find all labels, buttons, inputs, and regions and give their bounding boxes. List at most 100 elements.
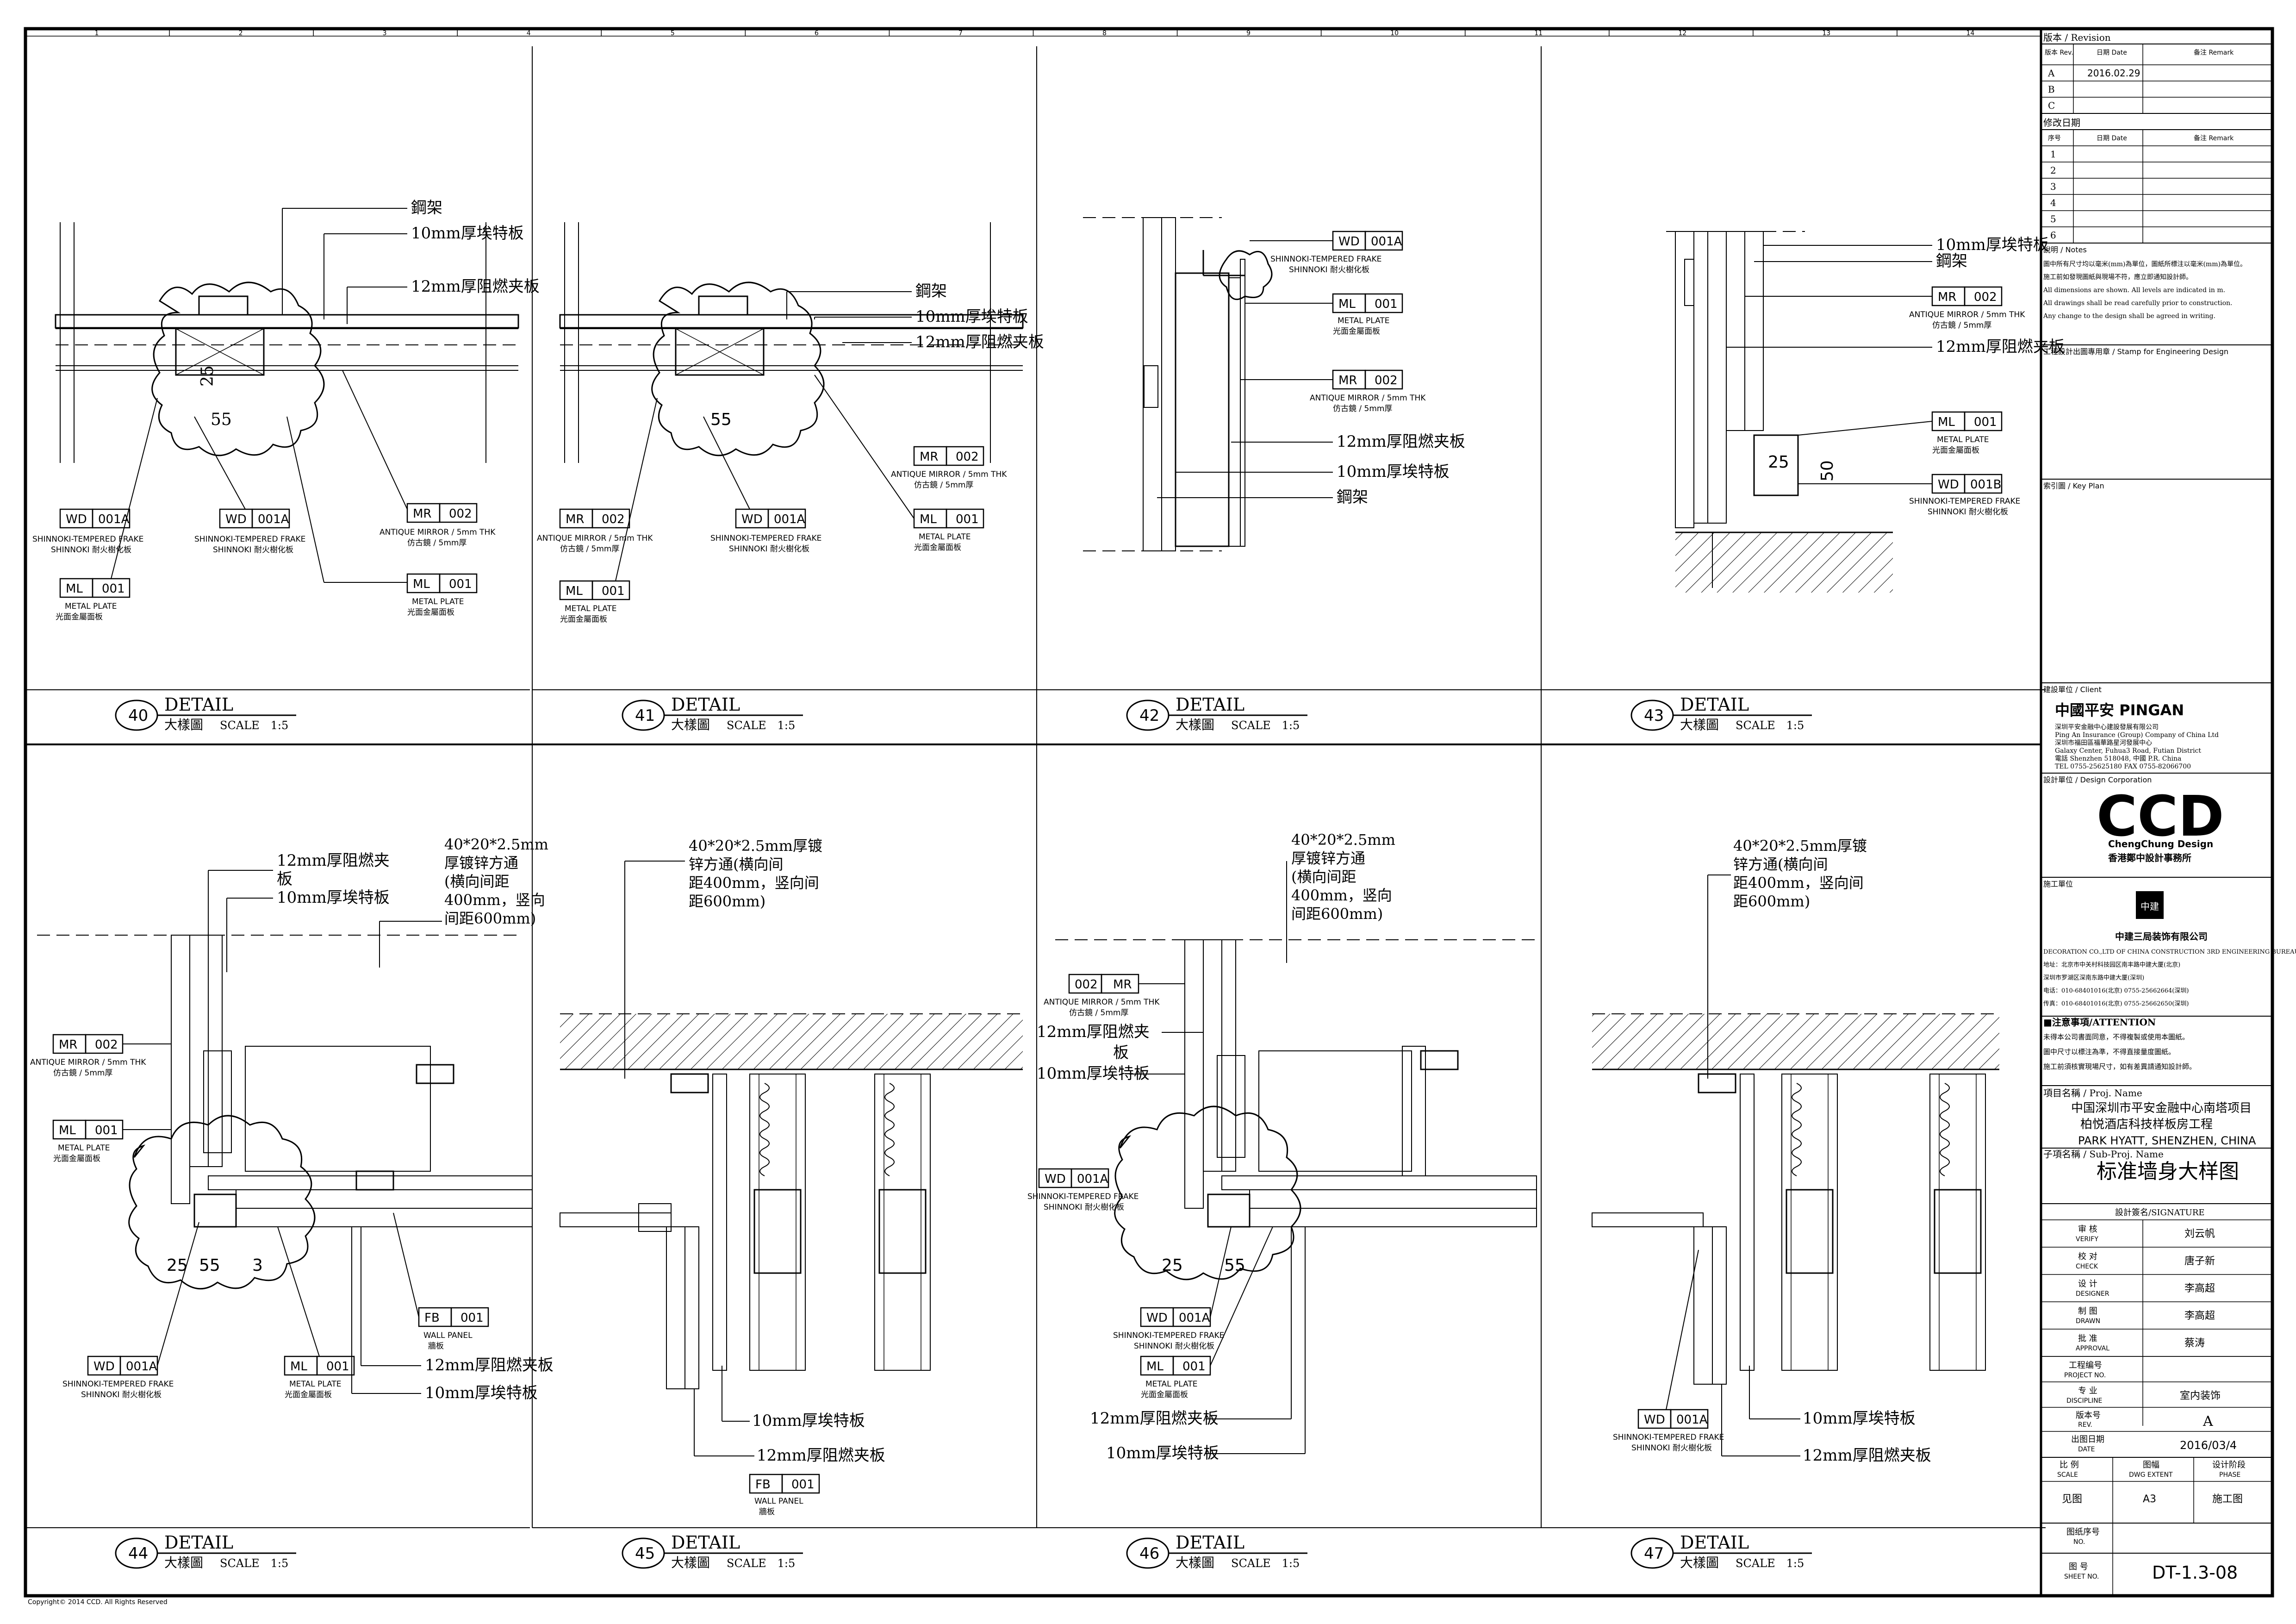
label-12mm-board: 12mm厚阻燃夹 [277,851,390,870]
grid-number: 12 [1678,30,1686,37]
tag-desc: SHINNOKI-TEMPERED FRAKE [1027,1192,1139,1201]
sig-role: 批 准 [2078,1334,2097,1343]
tag-desc: SHINNOKI-TEMPERED FRAKE [1909,497,2020,506]
grid-number: 11 [1534,30,1543,37]
label-galv-tube: 距600mm) [1733,893,1810,910]
detail-scale: SCALE 1:5 [727,719,795,732]
contractorLines-line: 传真：010-68401016(北京) 0755-25662650(深圳) [2043,1000,2189,1007]
tag-desc: SHINNOKI-TEMPERED FRAKE [194,535,305,544]
contractorLines-line: 电话：010-68401016(北京) 0755-25662664(深圳) [2043,987,2189,994]
noteLines-line: 施工前如發現圖紙與現場不符，應立即通知設計師。 [2043,273,2192,281]
svg-text:WD: WD [1338,235,1360,249]
dim-55: 55 [1224,1256,1245,1275]
label-12mm-board: 板 [1113,1043,1129,1062]
tag-desc: 光面金屬面板 [285,1390,332,1399]
svg-text:001B: 001B [1970,478,2001,492]
svg-text:MR: MR [1113,978,1132,992]
label-10mm-board: 10mm厚埃特板 [1337,462,1450,481]
dim-3: 3 [252,1256,263,1275]
noteLines-line: All dimensions are shown. All levels are… [2043,287,2225,294]
detail-number: 44 [128,1544,148,1563]
label-10mm-board: 10mm厚埃特板 [1803,1409,1916,1428]
contractorLines-line: 地址：北京市中关村科技园区南丰路中建大厦(北京) [2043,961,2180,968]
detail-title: DETAIL [1680,694,1749,715]
mod-row: 4 [2050,197,2056,208]
sig-role-en: CHECK [2076,1263,2098,1270]
detail-number: 43 [1644,706,1664,725]
svg-text:001A: 001A [1676,1413,1708,1427]
svg-text:FB: FB [755,1478,771,1492]
label-12mm-board: 12mm厚阻燃夹板 [1090,1409,1219,1428]
detail-title: DETAIL [164,1532,233,1553]
tag-desc: WALL PANEL [423,1331,473,1340]
svg-text:WD: WD [93,1360,115,1374]
svg-text:FB: FB [424,1311,440,1325]
scale-label-en: SCALE [2057,1471,2078,1479]
size-label: 图幅 [2143,1460,2159,1470]
svg-text:001A: 001A [1179,1311,1210,1325]
mod-col: 序号 [2048,135,2061,142]
tag-desc: METAL PLATE [58,1143,110,1153]
tag-desc: 光面金屬面板 [1141,1390,1188,1399]
detail-number: 40 [128,706,148,725]
grid-number: 8 [1102,30,1107,37]
scale-label: 比 例 [2060,1460,2079,1470]
label-galv-tube: (横向间距 [444,873,510,890]
detail-subtitle: 大樣圖 [164,717,203,732]
label-12mm-board: 12mm厚阻燃夹板 [757,1446,885,1465]
svg-text:002: 002 [1974,290,1997,304]
tag-desc: SHINNOKI 耐火樹化板 [51,545,131,555]
tag-desc: ANTIQUE MIRROR / 5mm THK [891,470,1007,479]
tag-desc: 仿古鏡 / 5mm厚 [53,1068,112,1078]
sig-role: 制 图 [2078,1306,2097,1316]
clientLines-line: TEL 0755-25625180 FAX 0755-82066700 [2055,763,2191,770]
mod-row: 3 [2050,181,2056,192]
svg-text:001A: 001A [126,1360,157,1374]
mod-row: 5 [2050,213,2056,225]
keyplan-title: 索引圖 / Key Plan [2043,481,2104,490]
tag-desc: ANTIQUE MIRROR / 5mm THK [30,1058,146,1067]
tag-desc: 牆板 [759,1507,775,1517]
tag-desc: SHINNOKI 耐火樹化板 [1631,1443,1712,1453]
label-10mm-board: 10mm厚埃特板 [425,1384,538,1402]
svg-text:001A: 001A [1371,235,1402,249]
attentionLines-line: 未得本公司書面同意，不得複製或使用本圖紙。 [2043,1033,2189,1041]
detail-subtitle: 大樣圖 [1176,1555,1214,1570]
sig-name: 唐子新 [2184,1255,2215,1267]
detail-subtitle: 大樣圖 [164,1555,203,1570]
svg-text:001A: 001A [774,512,805,526]
dim-55: 55 [710,410,732,429]
label-steel-frame: 鋼架 [915,282,947,300]
sig-role: 审 核 [2078,1224,2097,1234]
svg-text:002: 002 [449,507,472,521]
label-galv-tube: (横向间距 [1291,868,1356,886]
tag-desc: METAL PLATE [65,602,117,611]
detail-title: DETAIL [671,694,740,715]
label-galv-tube: 40*20*2.5mm厚镀 [1733,837,1867,855]
mod-row: 1 [2050,149,2056,160]
pingan-logo: 中國平安 PINGAN [2055,701,2184,719]
sheet-label: 图 号 [2069,1562,2088,1572]
svg-text:001: 001 [460,1311,484,1325]
tag-desc: 光面金屬面板 [407,608,454,617]
subproj-name: 标准墙身大样图 [2097,1160,2239,1183]
svg-text:002: 002 [956,450,979,464]
tag-desc: 仿古鏡 / 5mm厚 [914,481,973,490]
label-12mm-board: 板 [277,870,292,888]
size-label-en: DWG EXTENT [2129,1471,2173,1479]
svg-text:ML: ML [59,1124,76,1137]
detail-subtitle: 大樣圖 [1680,717,1719,732]
detail-scale: SCALE 1:5 [220,719,288,732]
tag-desc: ANTIQUE MIRROR / 5mm THK [537,534,653,543]
tag-desc: 光面金屬面板 [914,543,961,552]
grid-number: 10 [1390,30,1399,37]
tag-desc: SHINNOKI 耐火樹化板 [1044,1203,1124,1212]
rev-row: C [2048,100,2055,111]
proj-no-label: 工程编号 [2069,1361,2102,1370]
svg-text:MR: MR [566,512,585,526]
